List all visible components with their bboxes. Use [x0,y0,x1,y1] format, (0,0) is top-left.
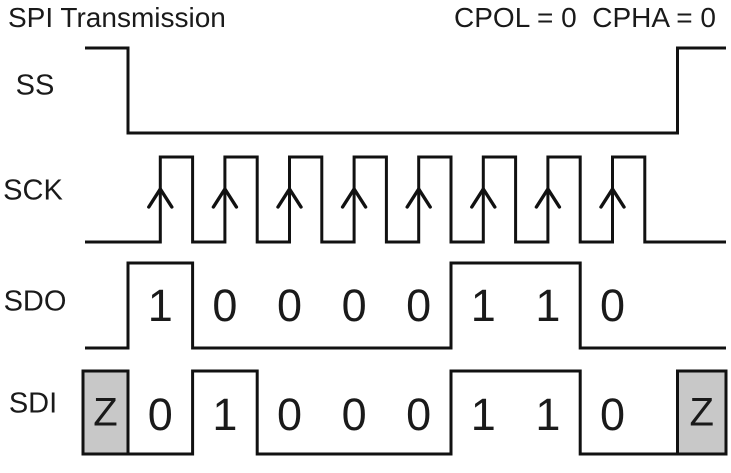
sdo-bit-value: 0 [341,280,367,331]
sdi-tristate-start [81,369,130,456]
sdo-bit-value: 0 [276,280,303,331]
clock-rising-edge-arrow [276,187,303,209]
sdo-bit-value: 1 [147,280,173,331]
sdi-bit-value: 0 [341,389,367,440]
sdi-tristate-label: Z [93,390,118,435]
sck-waveform [85,155,726,244]
sdo-bit-value: 1 [535,280,561,331]
clock-rising-edge-arrow [599,187,626,209]
sdo-bit-value: 0 [406,280,432,331]
sdi-bit-value: 0 [276,389,303,440]
sdi-bit-value: 0 [599,389,626,440]
sdi-bit-value: 1 [535,389,561,440]
sdi-tristate-label: Z [689,390,714,435]
signal-label-sdi: SDI [8,387,58,420]
mode-settings-label: CPOL = 0 CPHA = 0 [454,2,716,33]
sdo-waveform [85,261,726,350]
sdi-waveform [128,369,678,456]
clock-rising-edge-arrow [147,187,174,209]
signal-label-sck: SCK [3,174,63,207]
clock-rising-edge-arrow [405,187,432,209]
clock-rising-edge-arrow [211,187,239,209]
sdi-bit-value: 0 [406,389,432,440]
clock-rising-edge-arrow [340,187,368,209]
sdi-tristate-end [676,369,728,456]
clock-rising-edge-arrow [470,187,497,209]
sdo-bit-value: 1 [470,280,496,331]
sdi-bit-value: 0 [147,389,173,440]
clock-rising-edge-arrow [534,187,562,209]
signal-label-sdo: SDO [3,285,67,318]
sdo-bit-value: 0 [599,280,626,331]
sdo-bit-value: 0 [212,280,238,331]
signal-label-ss: SS [15,69,55,102]
sdi-bit-value: 1 [470,389,496,440]
sdi-bit-value: 1 [212,389,238,440]
diagram-title: SPI Transmission [8,2,226,33]
ss-waveform [85,46,726,135]
